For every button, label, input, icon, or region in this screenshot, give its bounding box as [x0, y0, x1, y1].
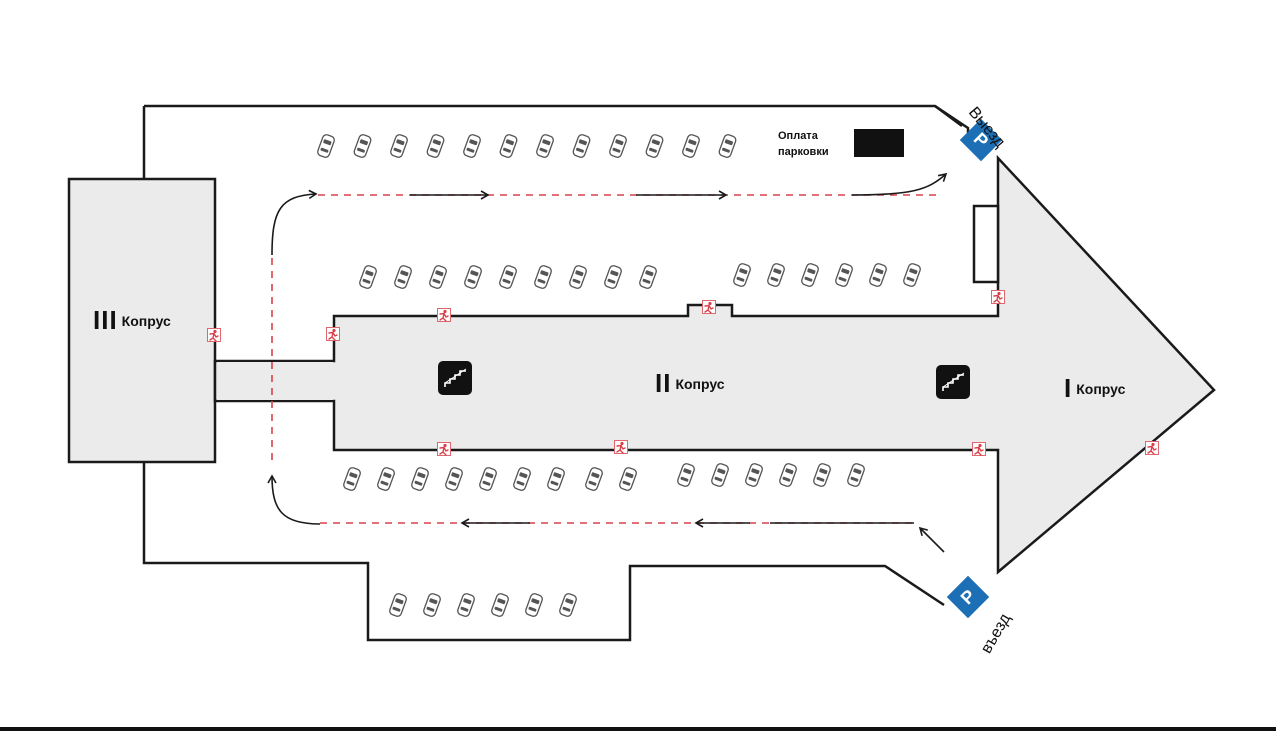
- parking-space-car-icon: [477, 465, 499, 493]
- building-iii: [67, 177, 217, 464]
- parking-space-car-icon: [571, 132, 592, 160]
- parking-space-car-icon: [731, 261, 753, 289]
- parking-space-car-icon: [511, 465, 533, 493]
- parking-space-car-icon: [497, 263, 519, 291]
- building-word: Копрус: [1076, 380, 1126, 397]
- parking-space-car-icon: [523, 591, 545, 619]
- parking-space-car-icon: [461, 132, 483, 160]
- parking-space-car-icon: [341, 465, 363, 493]
- parking-space-car-icon: [617, 465, 639, 493]
- parking-space-car-icon: [717, 132, 738, 160]
- parking-space-car-icon: [357, 263, 379, 291]
- parking-space-car-icon: [567, 263, 589, 291]
- parking-space-car-icon: [765, 261, 787, 289]
- building-number: II: [655, 368, 672, 398]
- parking-space-car-icon: [811, 461, 833, 489]
- parking-space-car-icon: [901, 261, 923, 289]
- parking-space-car-icon: [392, 263, 414, 291]
- parking-space-car-icon: [583, 465, 605, 493]
- building-word: Копрус: [675, 375, 725, 392]
- parking-space-car-icon: [388, 132, 410, 160]
- emergency-exit-icon: [971, 441, 987, 457]
- emergency-exit-icon: [613, 439, 629, 455]
- parking-space-car-icon: [352, 132, 373, 160]
- parking-space-car-icon: [532, 263, 554, 291]
- parking-space-car-icon: [743, 461, 765, 489]
- parking-space-car-icon: [425, 132, 446, 160]
- staircase-icon: [437, 360, 473, 396]
- payment-terminal: [854, 129, 904, 157]
- parking-space-car-icon: [644, 132, 665, 160]
- parking-space-car-icon: [867, 261, 889, 289]
- parking-space-car-icon: [489, 591, 511, 619]
- parking-space-car-icon: [777, 461, 799, 489]
- parking-space-car-icon: [709, 461, 731, 489]
- payment-label-line1: Оплата: [778, 130, 818, 142]
- parking-space-car-icon: [637, 263, 659, 291]
- building-number: I: [1064, 373, 1073, 403]
- parking-space-car-icon: [545, 465, 567, 493]
- payment-label-line2: парковки: [778, 146, 829, 158]
- payment-label: Оплата парковки: [778, 128, 829, 160]
- emergency-exit-icon: [701, 299, 717, 315]
- parking-space-car-icon: [421, 591, 443, 619]
- parking-space-car-icon: [375, 465, 397, 493]
- traffic-route-top: [271, 172, 948, 460]
- parking-space-car-icon: [409, 465, 431, 493]
- parking-space-car-icon: [675, 461, 697, 489]
- parking-space-car-icon: [799, 261, 821, 289]
- parking-space-car-icon: [498, 132, 519, 160]
- parking-space-car-icon: [387, 591, 409, 619]
- bottom-border: [0, 727, 1276, 731]
- parking-space-car-icon: [534, 132, 556, 160]
- parking-space-car-icon: [443, 465, 465, 493]
- staircase-icon: [935, 364, 971, 400]
- emergency-exit-icon: [436, 307, 452, 323]
- building-word: Копрус: [121, 312, 171, 329]
- parking-space-car-icon: [680, 132, 702, 160]
- emergency-exit-icon: [206, 327, 222, 343]
- emergency-exit-icon: [990, 289, 1006, 305]
- parking-space-car-icon: [602, 263, 624, 291]
- parking-space-car-icon: [315, 132, 337, 160]
- emergency-exit-icon: [436, 441, 452, 457]
- service-room: [972, 204, 1000, 284]
- emergency-exit-icon: [325, 326, 341, 342]
- parking-space-car-icon: [833, 261, 855, 289]
- parking-space-car-icon: [557, 591, 579, 619]
- parking-boundary-right-top: [934, 104, 963, 128]
- emergency-exit-icon: [1144, 440, 1160, 456]
- parking-space-car-icon: [607, 132, 629, 160]
- parking-space-car-icon: [427, 263, 449, 291]
- parking-space-car-icon: [845, 461, 867, 489]
- building-number: III: [93, 305, 118, 335]
- building-ii-and-i: [213, 154, 1216, 575]
- traffic-route-bottom: [267, 474, 945, 553]
- parking-space-car-icon: [462, 263, 484, 291]
- parking-space-car-icon: [455, 591, 477, 619]
